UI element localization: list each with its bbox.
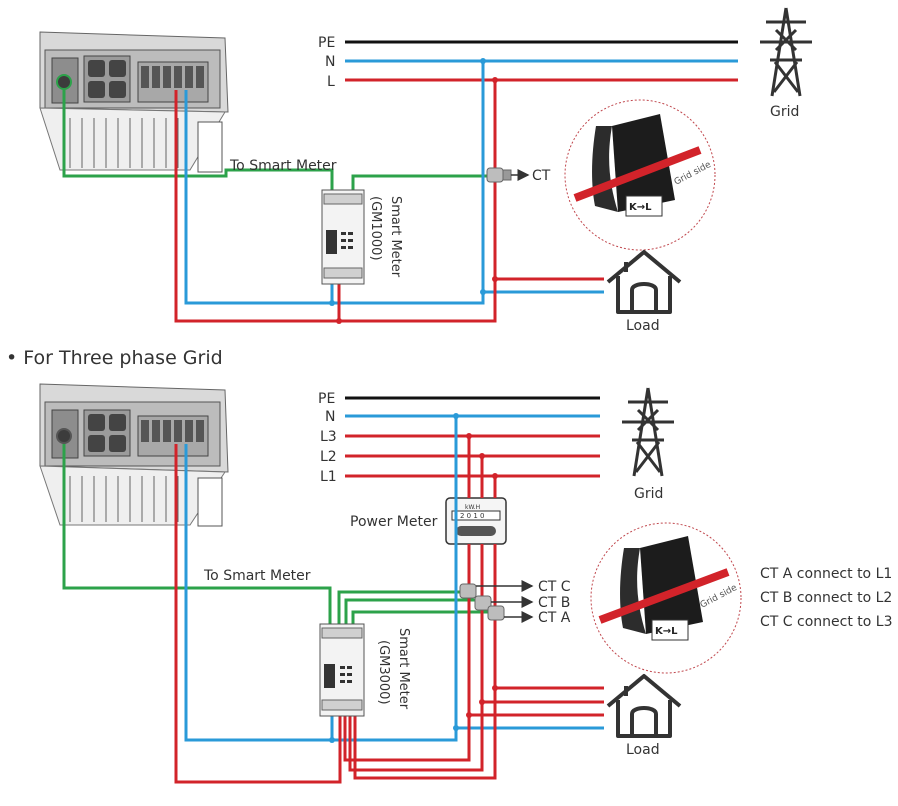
inverter-three <box>39 383 229 527</box>
three-phase-diagram: PE N L3 L2 L1 Grid kW.H 2 0 1 0 Power Me… <box>39 383 892 784</box>
inverter-single <box>39 31 229 173</box>
comm-wire-inverter <box>62 90 334 190</box>
grid-label-single: Grid <box>770 104 799 120</box>
neutral-wire-three <box>184 416 458 742</box>
smart-meter-model-single: (GM1000) <box>368 196 383 261</box>
comm-wire-ct-a <box>351 610 494 624</box>
smart-meter-model-three: (GM3000) <box>376 640 391 705</box>
comm-wire-ct-c <box>337 590 466 624</box>
ct-label-b: CT B <box>538 595 570 611</box>
bus-label-n: N <box>325 54 335 70</box>
smart-meter-name-three: Smart Meter <box>396 628 411 710</box>
ct-label-c: CT C <box>538 579 571 595</box>
l2-to-meter <box>348 544 484 772</box>
comm-wire-ct-b <box>344 598 482 624</box>
load-label-three: Load <box>626 742 660 758</box>
to-smart-meter-label-single: To Smart Meter <box>229 158 337 174</box>
transmission-tower-icon <box>760 7 812 97</box>
ct-label-single: CT <box>532 168 551 184</box>
ct-note-c: CT C connect to L3 <box>760 614 892 630</box>
power-meter: kW.H 2 0 1 0 <box>445 497 507 545</box>
three-phase-heading: • For Three phase Grid <box>6 347 223 369</box>
clamp-key-single: K→L <box>629 202 652 213</box>
bus-label-n-three: N <box>325 409 335 425</box>
bus-label-l2: L2 <box>320 449 337 465</box>
line-wire-single <box>174 80 497 323</box>
single-phase-diagram: PE N L Grid To Smart Meter <box>39 7 812 334</box>
bus-label-pe: PE <box>318 35 335 51</box>
l1-to-meter <box>353 544 497 780</box>
power-meter-label: Power Meter <box>350 514 438 530</box>
transmission-tower-icon <box>622 387 674 477</box>
line-wire-inverter-three <box>174 444 342 784</box>
load-label-single: Load <box>626 318 660 334</box>
ct-sensor-c <box>459 583 477 599</box>
comm-wire-inverter-three <box>62 444 332 624</box>
power-meter-unit: kW.H <box>465 504 480 511</box>
ct-clamp-three: K→L Grid side <box>590 522 742 674</box>
bus-label-l3: L3 <box>320 429 337 445</box>
house-icon <box>606 674 682 738</box>
smart-meter-three <box>319 623 365 717</box>
grid-label-three: Grid <box>634 486 663 502</box>
comm-wire-ct <box>351 174 495 190</box>
power-meter-reading: 2 0 1 0 <box>460 512 485 520</box>
to-smart-meter-label-three: To Smart Meter <box>203 568 311 584</box>
smart-meter-name-single: Smart Meter <box>388 196 403 278</box>
clamp-key-three: K→L <box>655 626 678 637</box>
l3-to-meter <box>343 544 471 762</box>
ct-sensor-a <box>487 605 505 621</box>
bus-label-pe-three: PE <box>318 391 335 407</box>
smart-meter-single <box>321 189 365 285</box>
ct-sensor-single <box>486 167 512 183</box>
house-icon <box>606 250 682 314</box>
ct-note-a: CT A connect to L1 <box>760 566 892 582</box>
ct-note-b: CT B connect to L2 <box>760 590 892 606</box>
ct-clamp-single: K→L Grid side <box>564 99 716 251</box>
ct-label-a: CT A <box>538 610 571 626</box>
ct-sensor-b <box>474 595 492 611</box>
bus-label-l: L <box>327 74 335 90</box>
bus-label-l1: L1 <box>320 469 337 485</box>
